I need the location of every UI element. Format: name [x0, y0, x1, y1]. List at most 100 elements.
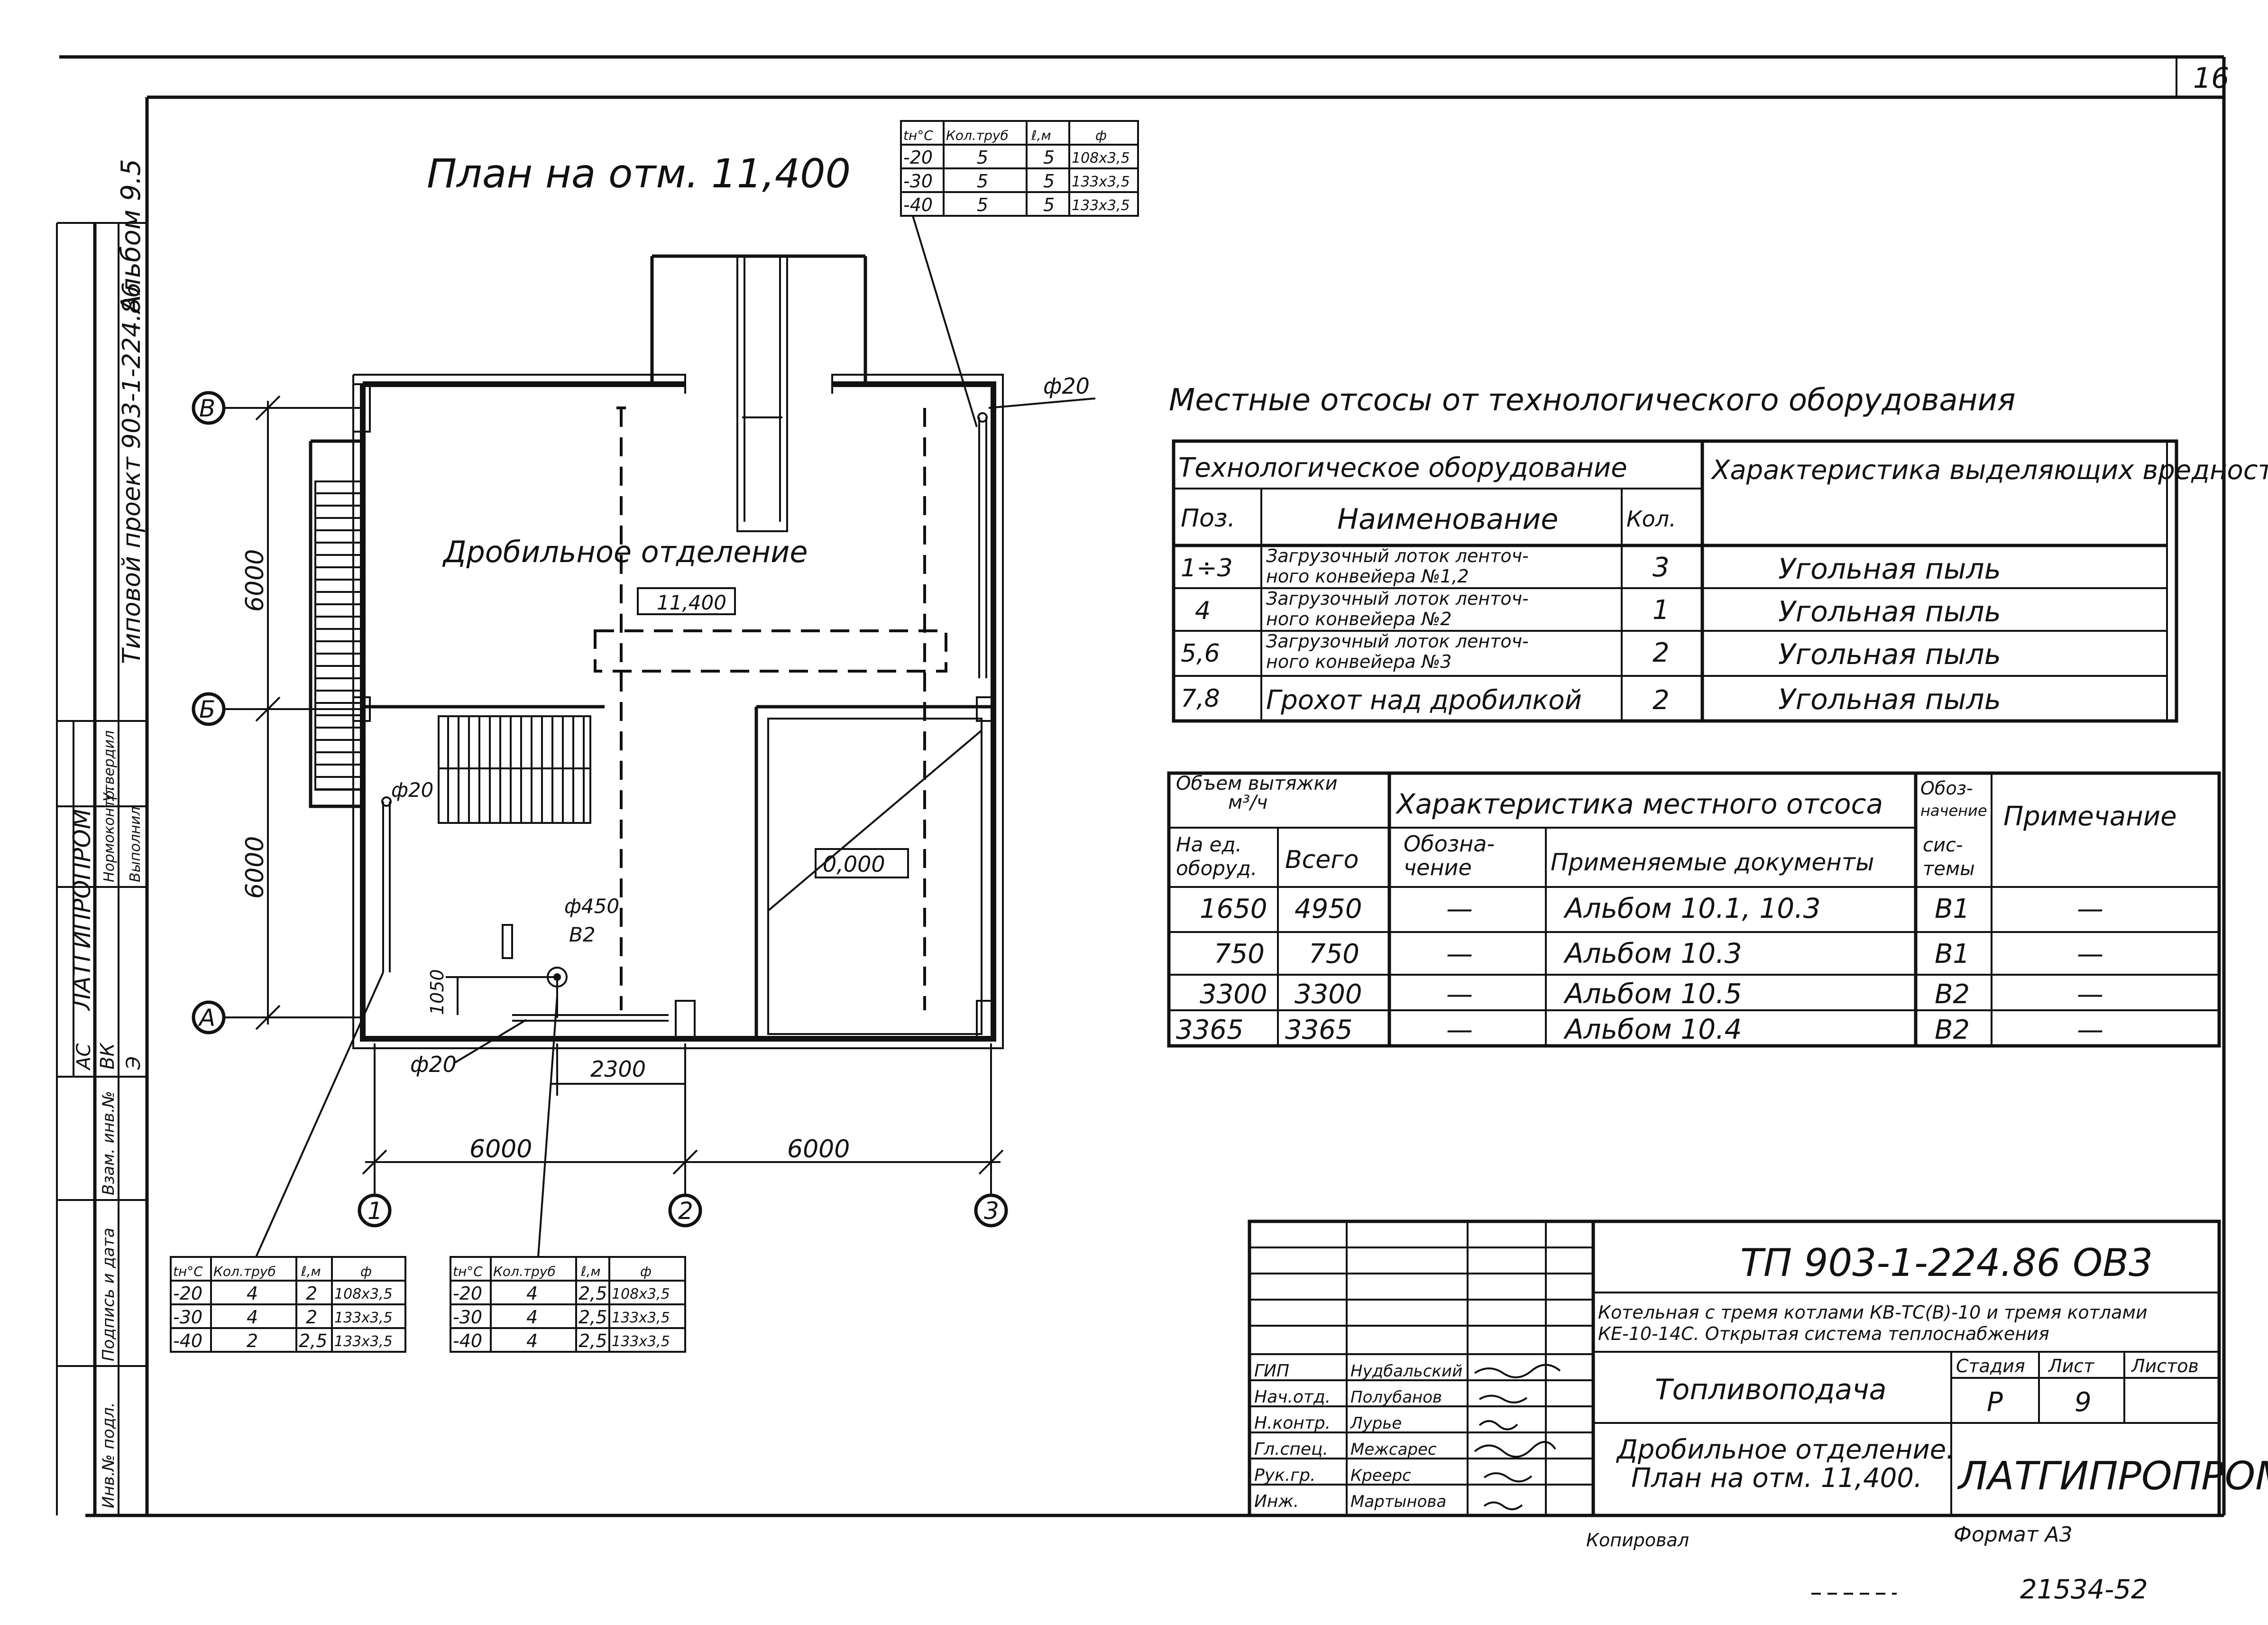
ex-col-sys-1: сис- [1923, 834, 1963, 856]
ex-sys-header-2: начение [1920, 802, 1987, 820]
tb-staff-0-name: Нудбальский [1350, 1362, 1462, 1381]
signature-mark [1474, 1441, 1556, 1458]
pt-top-r0c2: 5 [1043, 147, 1055, 168]
vertical-dimensions: 6000 6000 1050 [241, 395, 557, 1030]
pt-top-r0c1: 5 [977, 147, 988, 168]
dim-horiz-left: 6000 [469, 1135, 532, 1163]
pt-mid-r0c1: 4 [526, 1283, 538, 1304]
eq-col-name: Наименование [1337, 503, 1558, 536]
axis-columns: 1 2 3 [358, 1043, 1008, 1228]
pipe-label-bottom: ф20 [410, 1052, 457, 1077]
eq-r1-pos: 4 [1195, 597, 1211, 625]
pt-mid-h0: tн°С [453, 1264, 483, 1279]
ex-r1-note: — [2077, 939, 2103, 969]
ex-r2-sys: В2 [1935, 979, 1970, 1010]
ex-r3-total: 3365 [1285, 1015, 1353, 1045]
dim-vert-lower: 6000 [241, 836, 269, 899]
ex-r3-note: — [2077, 1015, 2103, 1045]
pt-mid-r1c3: 133х3,5 [612, 1310, 670, 1326]
side-vk: ВК [97, 1043, 119, 1070]
side-signed-2: Утвердил [101, 730, 118, 802]
pt-mid-r1c0: -30 [453, 1307, 482, 1328]
pipe-table-left: tн°С Кол.труб ℓ,м ф -20 4 2 108х3,5 -30 … [170, 1256, 406, 1353]
eq-r0-pos: 1÷3 [1181, 554, 1233, 582]
pt-mid-h1: Кол.труб [493, 1264, 556, 1279]
pt-top-r1c3: 133х3,5 [1072, 174, 1130, 190]
eq-r0-name1: Загрузочный лоток ленточ- [1266, 545, 1529, 566]
eq-r3-qty: 2 [1653, 685, 1670, 716]
pipe-label-top: ф20 [1043, 373, 1090, 399]
side-e: Э [123, 1056, 145, 1070]
pt-top-r0c0: -20 [903, 147, 933, 168]
ex-r3-sys: В2 [1935, 1015, 1970, 1045]
dim-2300: 2300 [590, 1056, 646, 1082]
pt-mid-h3: ф [640, 1264, 652, 1279]
axis-col-2: 2 [678, 1197, 693, 1225]
ex-r3-unit: 3365 [1176, 1015, 1244, 1045]
stair-left [314, 480, 364, 791]
ex-col-total: Всего [1285, 846, 1359, 874]
pt-top-r1c0: -30 [903, 171, 933, 192]
ex-vol-header-2: м³/ч [1228, 792, 1267, 813]
pipe-label-phi450: ф450 [564, 895, 619, 918]
ex-r1-sys: В1 [1935, 939, 1970, 969]
inventory-number: 21534-52 [2020, 1574, 2148, 1605]
ex-r2-desig: — [1446, 979, 1473, 1010]
tb-staff-2-role: Н.контр. [1254, 1413, 1331, 1433]
pt-mid-r0c0: -20 [453, 1283, 482, 1304]
pt-mid-r2c2: 2,5 [578, 1330, 607, 1351]
ex-r0-note: — [2077, 894, 2103, 924]
ex-r1-docs: Альбом 10.3 [1563, 937, 1742, 969]
eq-r1-hazard: Угольная пыль [1778, 595, 2001, 628]
axis-row-b: Б [199, 696, 215, 723]
ex-char-header: Характеристика местного отсоса [1395, 788, 1883, 820]
equipment-heading: Местные отсосы от технологического обору… [1169, 383, 2015, 418]
equipment-table: Технологическое оборудование Характерист… [1172, 439, 2268, 723]
exhaust-table: Объем вытяжки м³/ч Характеристика местно… [1167, 771, 2221, 1048]
ex-col-unit-1: На ед. [1176, 833, 1242, 856]
pt-left-r2c1: 2 [247, 1330, 258, 1351]
eq-group-header: Технологическое оборудование [1178, 452, 1627, 483]
pt-top-r2c0: -40 [903, 194, 933, 215]
side-org: ЛАТГИПРОПРОМ [68, 809, 96, 1011]
ex-col-desig-1: Обозна- [1404, 831, 1495, 857]
eq-r2-qty: 2 [1653, 637, 1670, 668]
ex-sys-header-1: Обоз- [1920, 778, 1973, 799]
tb-staff-5-role: Инж. [1254, 1492, 1299, 1511]
side-stamp: Альбом 9.5 Типовой проект 903-1-224.86 Л… [56, 159, 147, 1515]
pt-mid-h2: ℓ,м [580, 1264, 601, 1279]
tb-staff-4-name: Креерс [1350, 1466, 1411, 1485]
eq-r0-name2: ного конвейера №1,2 [1266, 566, 1469, 587]
side-signed-1: Нормоконтр. [101, 786, 118, 882]
pt-top-r1c2: 5 [1043, 171, 1055, 192]
ex-r1-total: 750 [1309, 939, 1359, 969]
floor-plan [309, 254, 1004, 1049]
pt-left-r2c2: 2,5 [299, 1330, 327, 1351]
tb-org: ЛАТГИПРОПРОМ [1957, 1454, 2268, 1499]
ex-col-sys-2: темы [1923, 858, 1975, 880]
ex-r0-desig: — [1446, 894, 1473, 924]
pt-top-r1c1: 5 [977, 171, 988, 192]
tb-code: ТП 903-1-224.86 ОВ3 [1740, 1241, 2153, 1285]
ex-r1-unit: 750 [1214, 939, 1265, 969]
signature-mark [1478, 1420, 1518, 1431]
horizontal-dimensions: 6000 6000 2300 [362, 1043, 1004, 1175]
pt-left-h0: tн°С [173, 1264, 203, 1279]
dim-vert-upper: 6000 [241, 549, 269, 612]
axis-col-1: 1 [367, 1197, 383, 1225]
copied-label: Копировал [1586, 1530, 1689, 1551]
axis-row-b-upper: В [199, 395, 215, 422]
room-name: Дробильное отделение [442, 535, 808, 569]
pt-mid-r1c1: 4 [526, 1307, 538, 1328]
axis-rows: В Б А [192, 391, 365, 1034]
ex-col-unit-2: оборуд. [1176, 857, 1257, 880]
pt-mid-r0c2: 2,5 [578, 1283, 607, 1304]
pt-top-r0c3: 108х3,5 [1072, 150, 1130, 166]
side-as: АС [73, 1043, 95, 1071]
ex-col-desig-2: чение [1404, 855, 1472, 880]
pt-left-r0c3: 108х3,5 [334, 1286, 393, 1302]
eq-r2-pos: 5,6 [1181, 639, 1220, 668]
tb-sheet-title-1: Дробильное отделение. [1616, 1434, 1955, 1465]
tb-staff-5-name: Мартынова [1350, 1492, 1446, 1511]
